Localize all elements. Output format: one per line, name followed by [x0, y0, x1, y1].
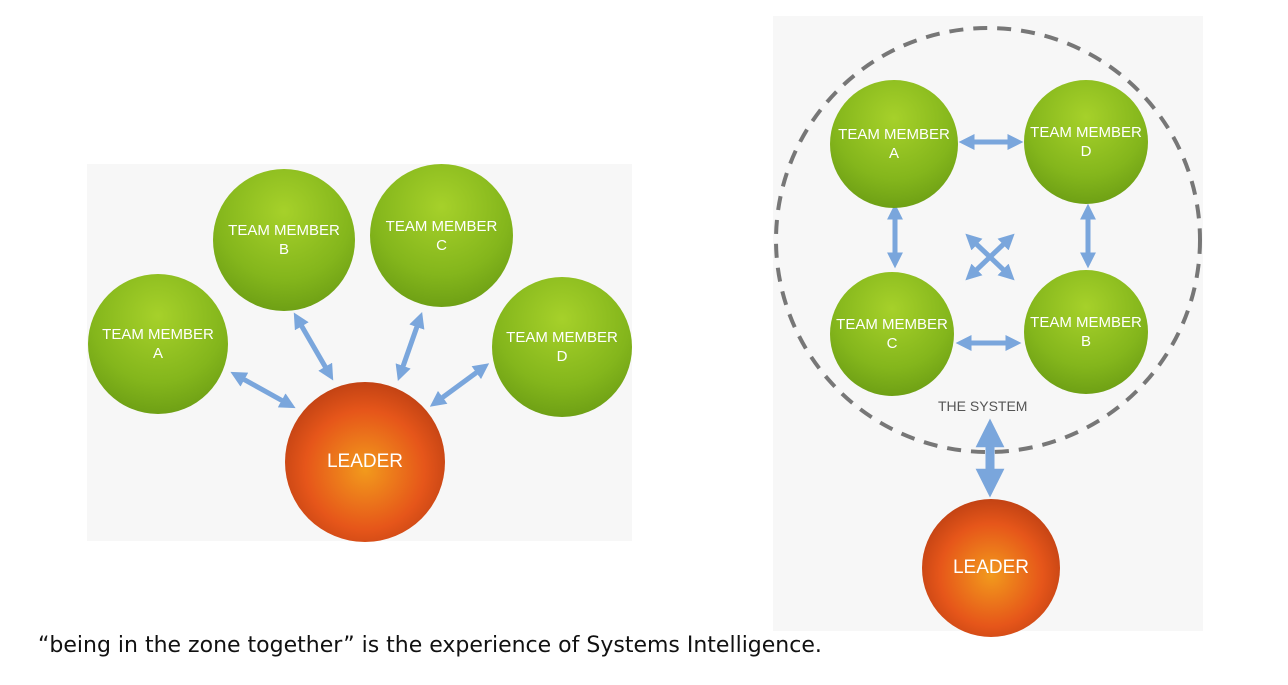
member-letter: D [1080, 143, 1092, 160]
member-label: TEAM MEMBER [506, 329, 618, 346]
member-label: TEAM MEMBER [838, 126, 950, 143]
right-leader: LEADER [922, 499, 1060, 637]
member-letter: A [888, 145, 899, 162]
left-team-member-b: TEAM MEMBER B [213, 169, 355, 311]
left-leader: LEADER [285, 382, 445, 542]
right-team-member-b: TEAM MEMBER B [1024, 270, 1148, 394]
member-label: TEAM MEMBER [385, 217, 498, 235]
left-team-member-a: TEAM MEMBER A [88, 274, 228, 414]
right-team-member-d: TEAM MEMBER D [1024, 80, 1148, 204]
member-label: TEAM MEMBER [836, 316, 948, 333]
member-letter: D [556, 348, 568, 365]
member-label: TEAM MEMBER [1030, 124, 1142, 141]
left-team-member-d: TEAM MEMBER D [492, 277, 632, 417]
member-letter: A [152, 345, 163, 362]
member-letter: B [278, 241, 289, 258]
member-letter: C [886, 335, 898, 352]
system-label: THE SYSTEM [938, 398, 1028, 414]
member-label: TEAM MEMBER [102, 326, 214, 343]
member-label: TEAM MEMBER [1030, 314, 1142, 331]
caption-text: “being in the zone together” is the expe… [38, 633, 822, 658]
member-letter: B [1080, 333, 1091, 350]
leader-label: LEADER [326, 451, 404, 472]
leader-label: LEADER [952, 557, 1030, 578]
member-letter: C [436, 236, 447, 254]
right-team-member-a: TEAM MEMBER A [830, 80, 958, 208]
right-team-member-c: TEAM MEMBER C [830, 272, 954, 396]
member-label: TEAM MEMBER [228, 222, 340, 239]
